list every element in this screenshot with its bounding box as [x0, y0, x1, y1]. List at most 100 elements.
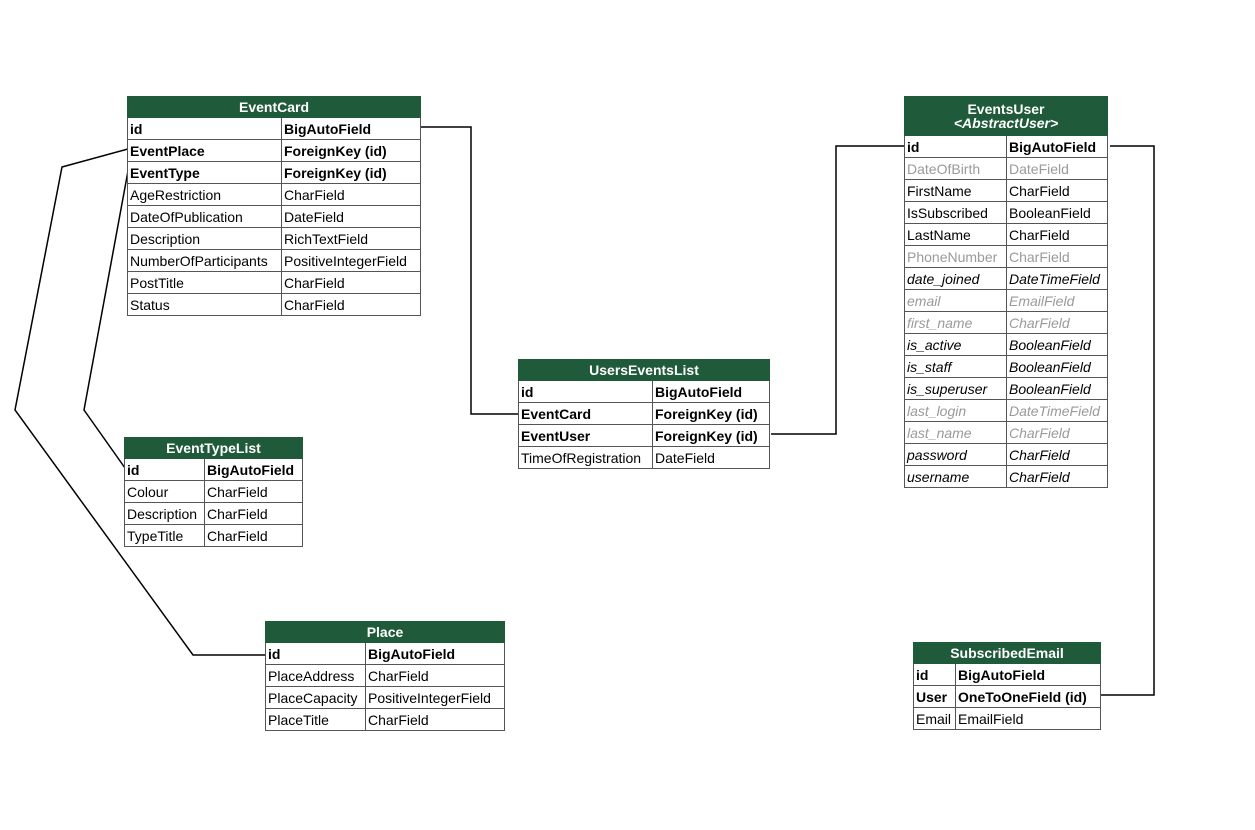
- field-name: TypeTitle: [124, 524, 205, 547]
- field-type: ForeignKey (id): [652, 402, 770, 425]
- table-trail: [956, 730, 1101, 735]
- field-name: id: [904, 135, 1007, 158]
- model-subtitle: <AbstractUser>: [953, 115, 1059, 131]
- table-trail: [205, 547, 303, 552]
- field-type: CharField: [365, 708, 505, 731]
- field-name: PlaceCapacity: [265, 686, 366, 709]
- field-type: CharField: [204, 524, 303, 547]
- field-name: FirstName: [904, 179, 1007, 202]
- field-type: BigAutoField: [652, 380, 770, 403]
- field-type: PositiveIntegerField: [281, 249, 421, 272]
- field-type: DateField: [652, 446, 770, 469]
- field-name: id: [265, 642, 366, 665]
- field-type: ForeignKey (id): [281, 139, 421, 162]
- field-name: is_superuser: [904, 377, 1007, 400]
- field-type: ForeignKey (id): [652, 424, 770, 447]
- field-name: date_joined: [904, 267, 1007, 290]
- field-name: Description: [127, 227, 282, 250]
- table-trail: [914, 730, 956, 735]
- field-name: LastName: [904, 223, 1007, 246]
- model-title: SubscribedEmail: [913, 642, 1101, 664]
- table-trail: [366, 731, 505, 736]
- field-name: PhoneNumber: [904, 245, 1007, 268]
- connector-eventuser-to-eventsuser: [771, 145, 905, 435]
- field-name: last_name: [904, 421, 1007, 444]
- connector-eventcard-to-userseventslist: [420, 126, 519, 415]
- field-type: RichTextField: [281, 227, 421, 250]
- field-type: BooleanField: [1006, 355, 1108, 378]
- model-title-text: EventsUser: [967, 101, 1045, 117]
- field-type: DateField: [1006, 157, 1108, 180]
- field-type: ForeignKey (id): [281, 161, 421, 184]
- field-type: BigAutoField: [1006, 135, 1108, 158]
- table-trail: [282, 316, 421, 321]
- field-name: username: [904, 465, 1007, 488]
- model-title: EventTypeList: [124, 437, 303, 459]
- field-type: EmailField: [1006, 289, 1108, 312]
- field-name: EventUser: [518, 424, 653, 447]
- field-name: id: [913, 663, 956, 686]
- field-name: is_active: [904, 333, 1007, 356]
- field-name: NumberOfParticipants: [127, 249, 282, 272]
- field-type: PositiveIntegerField: [365, 686, 505, 709]
- field-name: TimeOfRegistration: [518, 446, 653, 469]
- field-type: CharField: [204, 480, 303, 503]
- field-name: id: [124, 458, 205, 481]
- field-name: Status: [127, 293, 282, 316]
- field-type: BigAutoField: [281, 117, 421, 140]
- field-name: PlaceTitle: [265, 708, 366, 731]
- field-name: EventCard: [518, 402, 653, 425]
- field-type: CharField: [1006, 311, 1108, 334]
- field-type: BigAutoField: [365, 642, 505, 665]
- field-name: Colour: [124, 480, 205, 503]
- field-type: CharField: [1006, 179, 1108, 202]
- field-name: PostTitle: [127, 271, 282, 294]
- field-name: is_staff: [904, 355, 1007, 378]
- table-trail: [128, 316, 282, 321]
- field-name: User: [913, 685, 956, 708]
- table-trail: [1007, 488, 1108, 493]
- field-name: password: [904, 443, 1007, 466]
- model-title: EventsUser <AbstractUser>: [904, 96, 1108, 136]
- field-type: BooleanField: [1006, 333, 1108, 356]
- field-name: id: [518, 380, 653, 403]
- table-trail: [653, 469, 770, 474]
- connector-eventsuser-to-subscribedemail: [1101, 145, 1155, 696]
- table-trail: [125, 547, 205, 552]
- field-type: OneToOneField (id): [955, 685, 1101, 708]
- field-type: DateTimeField: [1006, 399, 1108, 422]
- field-name: EventPlace: [127, 139, 282, 162]
- field-name: first_name: [904, 311, 1007, 334]
- field-type: BooleanField: [1006, 201, 1108, 224]
- field-type: CharField: [1006, 245, 1108, 268]
